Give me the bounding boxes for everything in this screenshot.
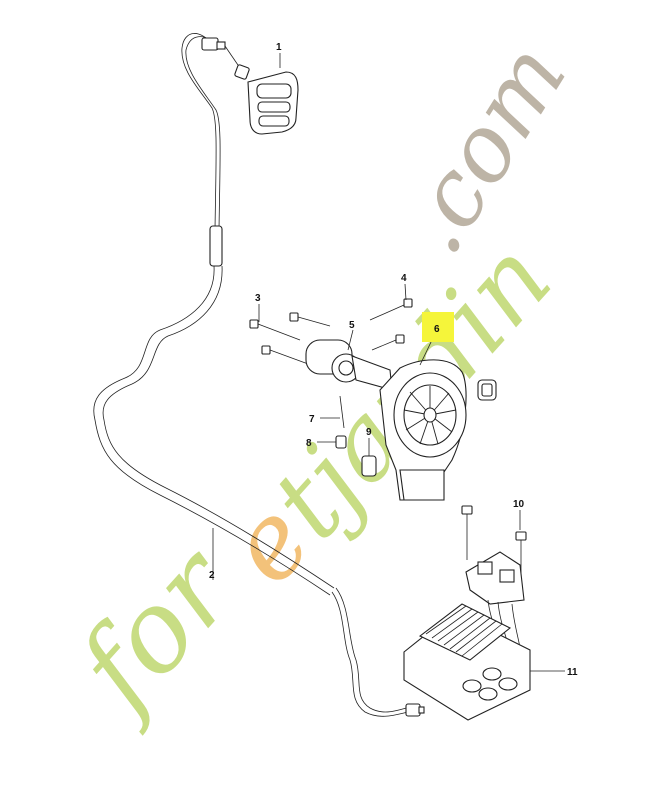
- callout-3: 3: [255, 293, 261, 304]
- callout-9: 9: [366, 427, 372, 438]
- part-5-motor: [305, 339, 393, 391]
- watermark-domain: .com: [378, 25, 587, 271]
- callout-4: 4: [401, 273, 407, 284]
- part-1-control-module: [201, 37, 299, 135]
- callout-11: 11: [567, 667, 578, 678]
- callout-2: 2: [209, 570, 215, 581]
- part-6-fan-housing: [379, 359, 497, 501]
- part-10-sensor-assembly: [461, 505, 527, 661]
- callout-1: 1: [276, 42, 282, 53]
- cable-harness: [93, 33, 425, 717]
- callout-8: 8: [306, 438, 312, 449]
- callout-6-highlight: [422, 312, 454, 342]
- callout-10: 10: [513, 499, 525, 510]
- part-4-bolts: [369, 298, 413, 351]
- part-11-controller-board: [403, 603, 531, 721]
- callout-7: 7: [309, 414, 315, 425]
- callout-labels: 1 2 3 4 5 6 7 8 9 10 11: [209, 42, 578, 678]
- callout-6: 6: [434, 324, 440, 335]
- leader-lines: [212, 53, 565, 672]
- watermark-prefix: for: [49, 521, 263, 739]
- part-8-screw: [335, 435, 347, 449]
- callout-5: 5: [349, 320, 355, 331]
- part-7-pin: [339, 395, 345, 429]
- part-9-block: [361, 455, 377, 477]
